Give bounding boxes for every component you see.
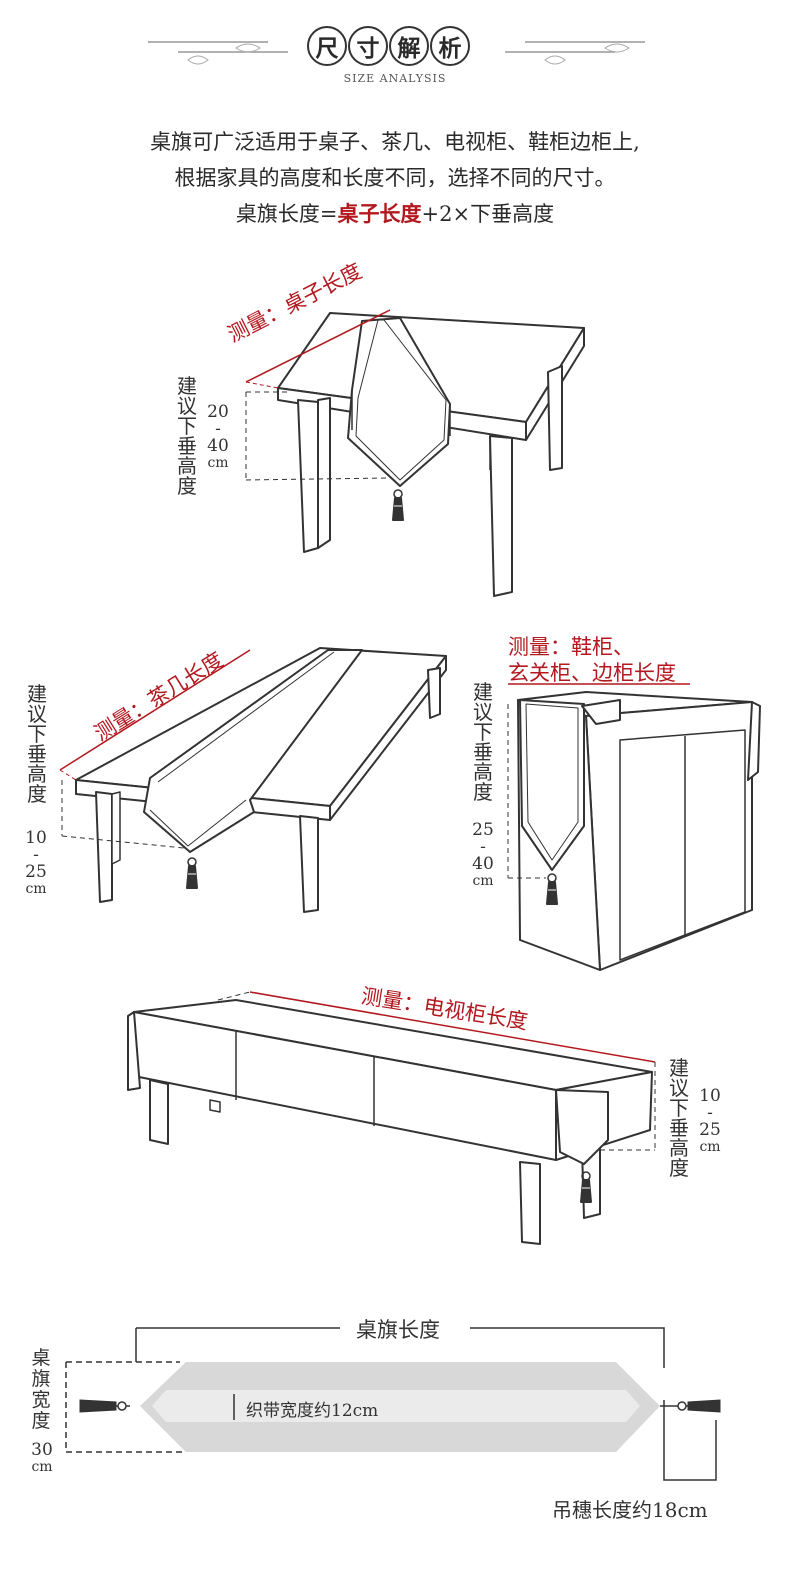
- width-value: 30: [31, 1440, 53, 1460]
- range-unit: cm: [699, 1139, 721, 1155]
- cabinet-measure-label: 测量：鞋柜、 玄关柜、边柜长度: [508, 634, 676, 686]
- tv-stand-diagram: [127, 991, 656, 1245]
- drop-char: 议: [27, 702, 47, 726]
- runner-width-label: 桌 旗 宽 度: [30, 1348, 52, 1432]
- range-value: 25: [25, 862, 47, 882]
- drop-char: 垂: [27, 742, 47, 766]
- title-subtitle: SIZE ANALYSIS: [343, 72, 447, 85]
- range-sep: -: [33, 845, 39, 865]
- title-char: 解: [389, 26, 429, 66]
- drop-char: 议: [473, 700, 493, 724]
- dining-table-diagram: [245, 309, 585, 597]
- cabinet-drop-range: 25 - 40 cm: [465, 822, 501, 890]
- drop-char: 高: [473, 760, 493, 784]
- drop-char: 度: [177, 474, 197, 498]
- range-sep: -: [707, 1103, 713, 1123]
- range-sep: -: [215, 419, 221, 439]
- range-value: 40: [207, 436, 229, 456]
- tv-stand-drop-range: 10 - 25 cm: [692, 1088, 728, 1156]
- range-unit: cm: [25, 881, 47, 897]
- range-unit: cm: [207, 455, 229, 471]
- range-value: 40: [472, 854, 494, 874]
- range-value: 25: [472, 820, 494, 840]
- title-char: 析: [430, 26, 470, 66]
- width-char: 度: [31, 1410, 51, 1432]
- coffee-table-drop-range: 10 - 25 cm: [18, 830, 54, 898]
- drop-char: 高: [669, 1136, 689, 1160]
- drop-char: 建: [177, 374, 197, 398]
- drop-char: 下: [473, 720, 493, 744]
- title-chars: 尺 寸 解 析: [307, 26, 470, 66]
- width-char: 桌: [31, 1347, 51, 1369]
- drop-char: 度: [669, 1156, 689, 1180]
- drop-char: 议: [177, 394, 197, 418]
- cabinet-drop-label: 建 议 下 垂 高 度: [472, 682, 494, 802]
- coffee-table-drop-label: 建 议 下 垂 高 度: [26, 684, 48, 804]
- formula-suffix: +2×下垂高度: [421, 202, 555, 226]
- formula-prefix: 桌旗长度=: [235, 202, 338, 226]
- formula-highlight: 桌子长度: [337, 201, 422, 226]
- runner-flat-diagram: [65, 1327, 721, 1481]
- width-char: 旗: [31, 1368, 51, 1390]
- drop-char: 垂: [669, 1116, 689, 1140]
- width-unit: cm: [31, 1459, 53, 1475]
- coffee-table-diagram: [59, 647, 447, 913]
- width-char: 宽: [31, 1389, 51, 1411]
- title-char: 寸: [348, 26, 388, 66]
- cloud-ornament-left-icon: [148, 41, 288, 65]
- range-value: 20: [207, 402, 229, 422]
- runner-tassel-label: 吊穗长度约18cm: [552, 1498, 708, 1522]
- range-value: 10: [699, 1086, 721, 1106]
- range-sep: -: [480, 837, 486, 857]
- cloud-ornament-right-icon: [505, 41, 645, 65]
- intro-line-1: 桌旗可广泛适用于桌子、茶几、电视柜、鞋柜边柜上,: [150, 130, 640, 154]
- range-unit: cm: [472, 873, 494, 889]
- cabinet-measure-line-1: 测量：鞋柜、: [508, 635, 634, 659]
- drop-char: 高: [177, 454, 197, 478]
- range-value: 25: [699, 1120, 721, 1140]
- drop-char: 下: [669, 1096, 689, 1120]
- intro-line-2: 根据家具的高度和长度不同，选择不同的尺寸。: [174, 166, 616, 190]
- drop-char: 建: [27, 682, 47, 706]
- table-drop-label: 建 议 下 垂 高 度: [176, 376, 198, 496]
- intro-formula: 桌旗长度=桌子长度+2×下垂高度: [0, 196, 790, 232]
- drop-char: 度: [473, 780, 493, 804]
- drop-char: 建: [473, 680, 493, 704]
- cabinet-diagram: [507, 683, 761, 971]
- drop-char: 下: [27, 722, 47, 746]
- intro-text: 桌旗可广泛适用于桌子、茶几、电视柜、鞋柜边柜上, 根据家具的高度和长度不同，选择…: [0, 124, 790, 232]
- cabinet-measure-line-2: 玄关柜、边柜长度: [508, 661, 676, 685]
- title-char: 尺: [307, 26, 347, 66]
- drop-char: 度: [27, 782, 47, 806]
- drop-char: 垂: [177, 434, 197, 458]
- drop-char: 议: [669, 1076, 689, 1100]
- range-value: 10: [25, 828, 47, 848]
- drop-char: 下: [177, 414, 197, 438]
- section-title: 尺 寸 解 析 SIZE ANALYSIS: [0, 12, 790, 92]
- tv-stand-drop-label: 建 议 下 垂 高 度: [668, 1058, 690, 1178]
- table-drop-range: 20 - 40 cm: [200, 404, 236, 472]
- runner-length-label: 桌旗长度: [356, 1318, 440, 1342]
- drop-char: 垂: [473, 740, 493, 764]
- runner-width-value: 30 cm: [24, 1442, 60, 1476]
- drop-char: 高: [27, 762, 47, 786]
- runner-band-label: 织带宽度约12cm: [246, 1401, 379, 1421]
- drop-char: 建: [669, 1056, 689, 1080]
